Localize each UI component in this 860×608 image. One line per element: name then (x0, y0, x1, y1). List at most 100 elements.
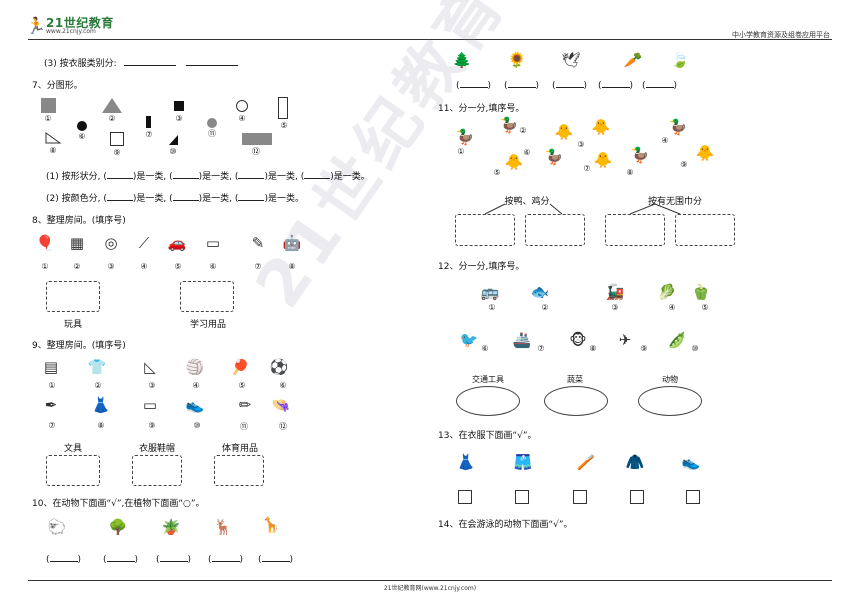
bus-icon: 🚌 (480, 283, 500, 301)
item-label: ⑦ (48, 421, 56, 430)
duck-icon: 🦆 (455, 128, 475, 146)
category-label-sports: 体育用品 (221, 444, 258, 454)
chick-icon: 🐥 (695, 144, 715, 162)
checkbox-raincoat[interactable] (630, 490, 644, 504)
site-logo: 🏃 21世纪教育 www.21cnjy.com (26, 14, 118, 38)
paren-answer[interactable]: () (552, 81, 588, 91)
paren-answer[interactable]: () (258, 555, 294, 565)
raincoat-icon: 🧥 (625, 453, 645, 471)
answer-box-toys[interactable] (46, 281, 100, 312)
answer-box-sports[interactable] (214, 455, 264, 486)
item-label: ① (48, 381, 56, 390)
duck-icon: 🦆 (499, 116, 519, 134)
duck-icon: 🦆 (668, 118, 688, 136)
category-label-duck-chicken: 按鸭、鸡分 (504, 197, 550, 207)
item-label: ⑦ (583, 164, 591, 173)
answer-box-stationery[interactable] (46, 455, 100, 486)
q6-3-text: (3) 按衣服类别分: (44, 59, 117, 69)
shape-label: ③ (175, 114, 183, 123)
set-square-icon: ◺ (144, 358, 156, 376)
q7-title: 7、分图形。 (32, 81, 83, 91)
answer-box-clothing[interactable] (132, 455, 182, 486)
header-platform-text: 中小学教育资源及组卷应用平台 (732, 31, 830, 39)
paren-answer[interactable]: () (456, 81, 492, 91)
paren-group[interactable]: () (234, 172, 268, 182)
item-label: ③ (577, 140, 585, 149)
pen-icon: ✒ (44, 396, 58, 414)
logo-url: www.21cnjy.com (46, 28, 96, 35)
eraser-icon: ▭ (142, 396, 158, 414)
duck-icon: 🦆 (630, 146, 650, 164)
category-label-scarf: 按有无围巾分 (647, 197, 702, 207)
item-label: ⑩ (193, 421, 201, 430)
q7-line1-prefix: (1) 按形状分, (46, 172, 101, 182)
paren-answer[interactable]: () (642, 81, 678, 91)
black-triangle-shape (169, 135, 178, 145)
shape-label: ⑩ (169, 147, 177, 156)
pencil-case-icon: ▭ (205, 234, 221, 252)
paren-group[interactable]: () (169, 172, 203, 182)
item-label: ⑨ (148, 421, 156, 430)
paren-answer[interactable]: () (598, 81, 634, 91)
answer-box-school-supplies[interactable] (180, 281, 234, 312)
item-label: ⑥ (481, 344, 489, 353)
animal-icon: 🐑 (47, 518, 67, 536)
q6-3-line: (3) 按衣服类别分: (44, 56, 239, 69)
item-label: ⑦ (537, 344, 545, 353)
paren-group[interactable]: () (103, 172, 137, 182)
chick-icon: 🐥 (593, 151, 613, 169)
flower-icon: 🌻 (507, 51, 527, 69)
shape-label: ④ (238, 114, 246, 123)
giraffe-icon: 🦒 (261, 516, 281, 534)
item-label: ① (41, 262, 49, 271)
branch-lines (484, 203, 681, 215)
checkbox-dress[interactable] (458, 490, 472, 504)
answer-box-without-scarf[interactable] (675, 214, 735, 246)
ruler-icon: ⟋ (138, 234, 150, 252)
checkbox-toothbrush[interactable] (573, 490, 587, 504)
item-label: ⑥ (279, 381, 287, 390)
answer-oval-animals[interactable] (638, 386, 702, 416)
item-label: ⑧ (626, 168, 634, 177)
paren-group[interactable]: () (103, 194, 137, 204)
answer-box-with-scarf[interactable] (605, 214, 665, 246)
item-label: ① (488, 303, 496, 312)
answer-box-chicken[interactable] (525, 214, 585, 246)
paren-answer[interactable]: () (46, 555, 82, 565)
answer-blank[interactable] (186, 57, 239, 66)
answer-oval-transport[interactable] (456, 386, 520, 416)
paren-group[interactable]: () (300, 172, 334, 182)
item-label: ⑧ (589, 344, 597, 353)
answer-box-duck[interactable] (455, 214, 515, 246)
item-label: ⑨ (680, 160, 688, 169)
vegetable-icon: 🥬 (657, 283, 677, 301)
footer-text: 21世纪教育网(www.21cnjy.com) (383, 585, 477, 592)
soccer-ball-icon: ⚽ (269, 358, 289, 376)
pine-tree-icon: 🌲 (452, 51, 472, 69)
answer-oval-vegetables[interactable] (544, 386, 608, 416)
cube-icon: ▦ (69, 234, 85, 252)
paren-group[interactable]: () (234, 194, 268, 204)
item-label: ④ (140, 262, 148, 271)
paren-answer[interactable]: () (504, 81, 540, 91)
paren-answer[interactable]: () (103, 555, 139, 565)
gray-circle-shape (207, 118, 217, 128)
answer-blank[interactable] (123, 57, 176, 66)
item-label: ⑤ (701, 303, 709, 312)
checkbox-shorts[interactable] (515, 490, 529, 504)
pea-pod-icon: 🫛 (667, 331, 687, 349)
shape-label: ⑥ (78, 132, 86, 141)
paren-answer[interactable]: () (156, 555, 192, 565)
balloon-icon: 🎈 (35, 234, 55, 252)
category-label-transport: 交通工具 (472, 375, 504, 384)
chick-icon: 🐥 (554, 123, 574, 141)
paren-answer[interactable]: () (208, 555, 244, 565)
paren-group[interactable]: () (169, 194, 203, 204)
checkbox-sneaker[interactable] (686, 490, 700, 504)
q7-line2-prefix: (2) 按颜色分, (46, 194, 101, 204)
q12-title: 12、分一分,填序号。 (438, 262, 525, 272)
tape-icon: ◎ (104, 234, 118, 252)
item-label: ⑪ (240, 422, 248, 431)
item-label: ⑨ (640, 344, 648, 353)
shirt-icon: 👕 (87, 358, 107, 376)
